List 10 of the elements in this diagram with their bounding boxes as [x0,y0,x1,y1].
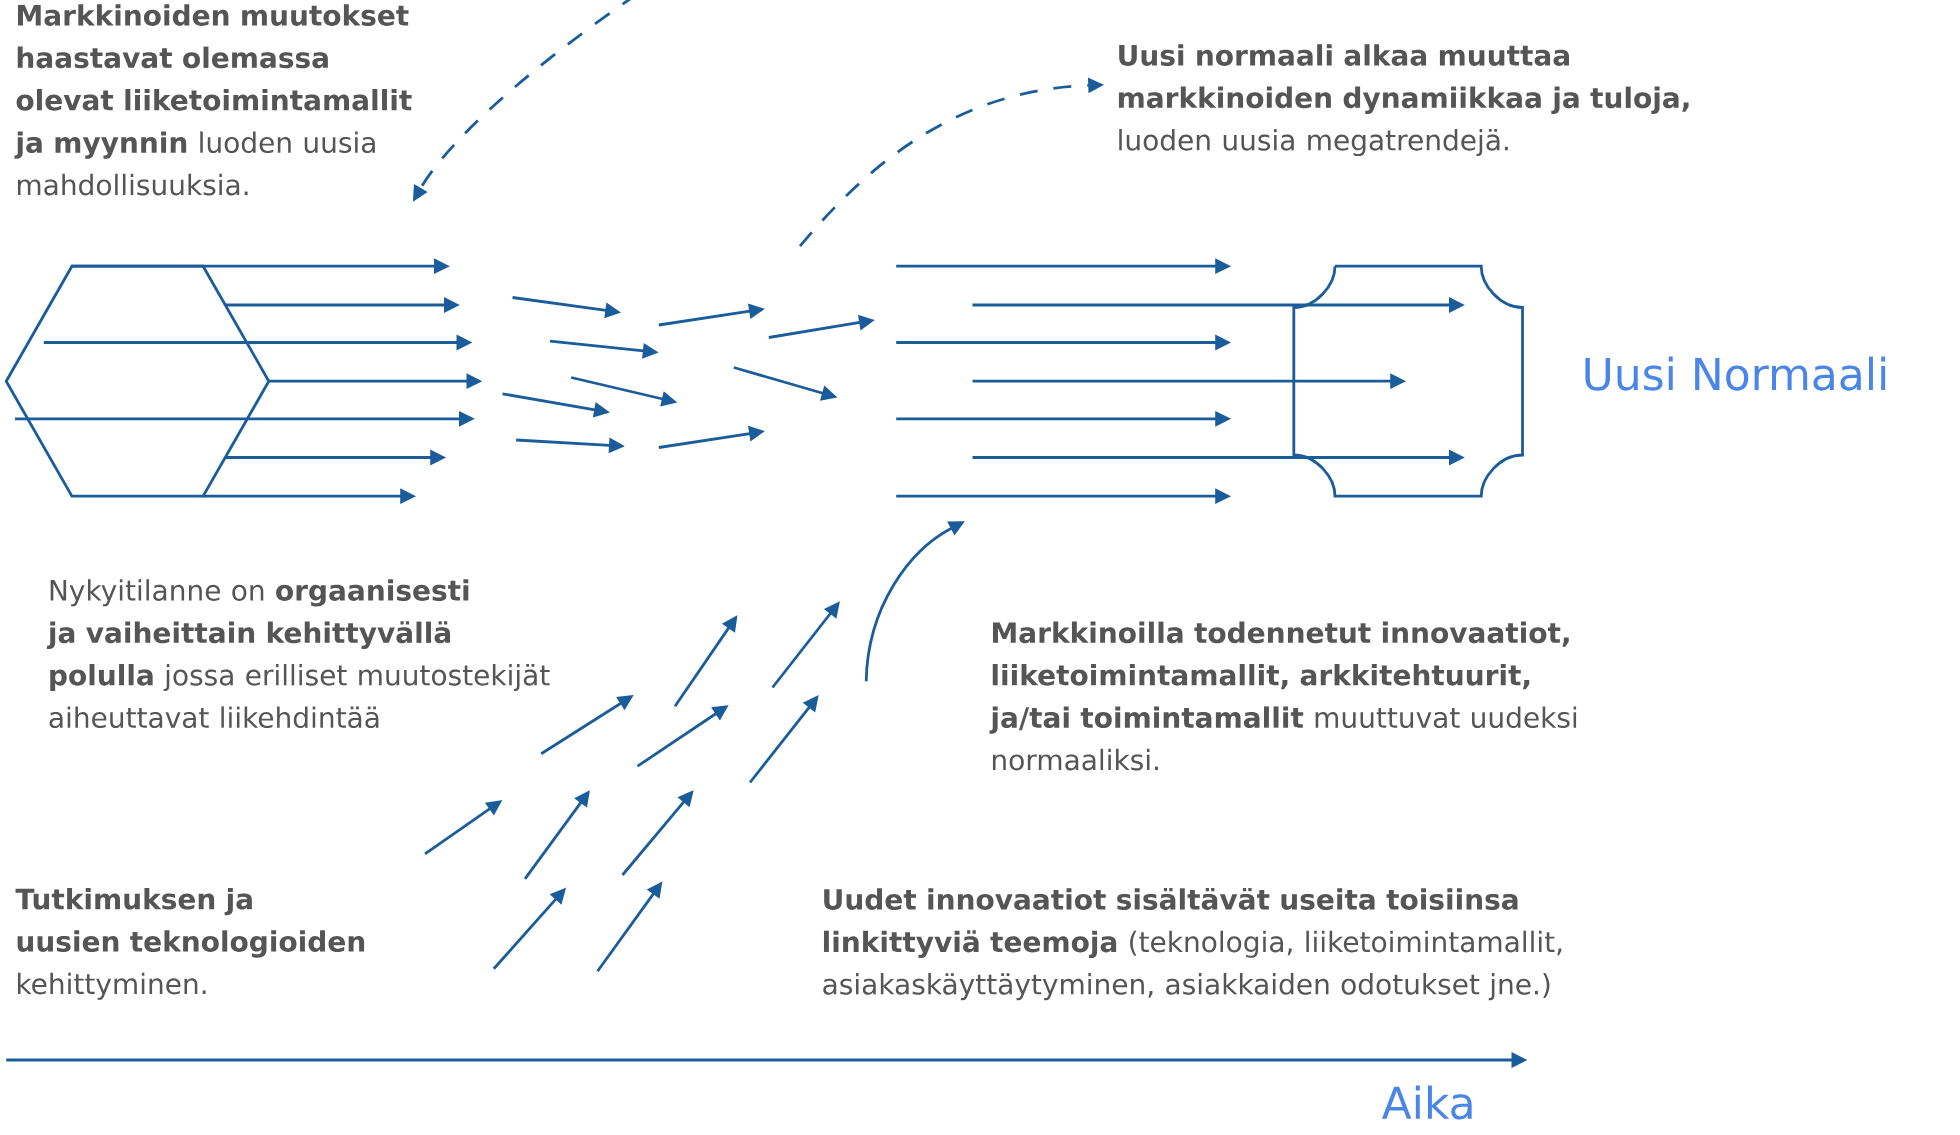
annotation-text: Markkinoiden muutokset haastavat olemassa olevat liiketoimintamallit ja myynnin luoden uusia mahdollisuuksia. [14,4,412,196]
annotation-text: Uudet innovaatiot sisältävät useita toisiinsa linkittyviä teemoja (teknologia, liiketoimintamallit, asiakaskäyttäytyminen, asiakkaiden odotukset jne.) [823,887,1562,1001]
annotation-text: Uusi normaali alkaa muuttaa markkinoiden dynamiikkaa ja tuloja, luoden uusia megatrendejä. [1118,44,1689,157]
annotation-text: Nykyitilanne on orgaanisesti ja vaiheittain kehittyvällä polulla jossa erilliset muutostekijät aiheuttavat liikehdintää [46,579,550,729]
annotation-text: Tutkimuksen ja uusien teknologioiden kehittyminen. [15,887,365,1000]
hexagon-shape [4,264,271,498]
annotation-text: Markkinoilla todennetut innovaatiot, liiketoimintamallit, arkkitehtuurit, ja/tai toimintamallit muuttuvat uudeksi normaaliksi. [989,621,1577,771]
axis-label: Aika [1381,1085,1472,1120]
stage-label: Uusi Normaali [1585,356,1886,391]
notched-box [1292,264,1524,498]
